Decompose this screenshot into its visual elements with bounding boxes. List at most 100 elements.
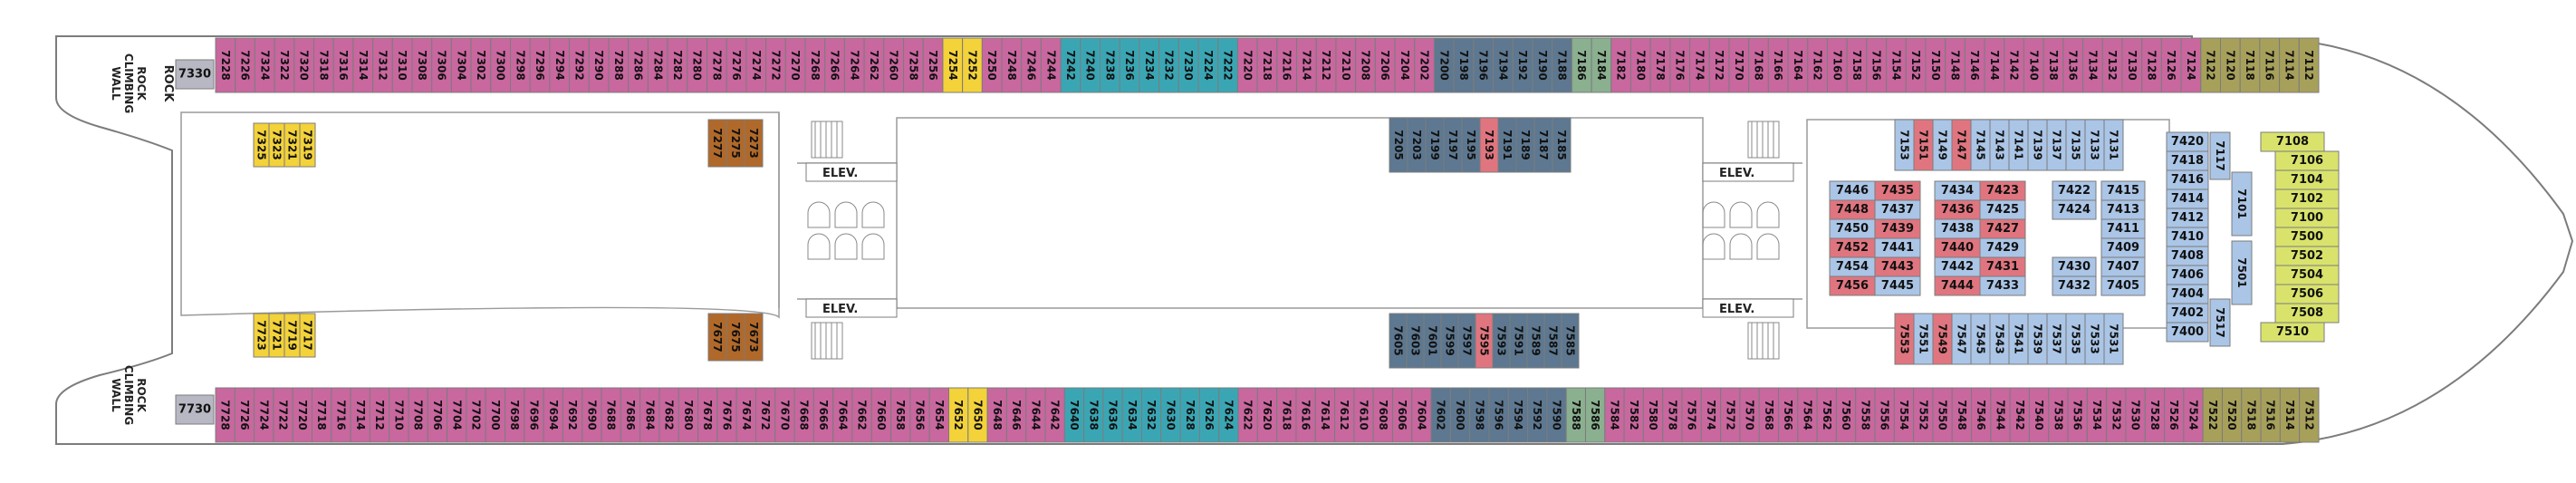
cabin-7270[interactable]: 7270 <box>784 37 806 93</box>
cabin-7432[interactable]: 7432 <box>2052 275 2097 296</box>
cabin-7535[interactable]: 7535 <box>2065 313 2086 365</box>
cabin-7144[interactable]: 7144 <box>1984 37 2005 93</box>
cabin-7147[interactable]: 7147 <box>1951 119 1972 171</box>
cabin-7112[interactable]: 7112 <box>2298 37 2320 93</box>
cabin-7676[interactable]: 7676 <box>716 387 737 443</box>
cabin-7193[interactable]: 7193 <box>1479 117 1499 173</box>
cabin-7652[interactable]: 7652 <box>948 387 969 443</box>
cabin-7288[interactable]: 7288 <box>608 37 630 93</box>
cabin-7420[interactable]: 7420 <box>2166 131 2209 152</box>
cabin-7578[interactable]: 7578 <box>1662 387 1683 443</box>
cabin-7187[interactable]: 7187 <box>1533 117 1553 173</box>
cabin-7224[interactable]: 7224 <box>1197 37 1219 93</box>
cabin-7172[interactable]: 7172 <box>1708 37 1730 93</box>
cabin-7101[interactable]: 7101 <box>2231 171 2253 237</box>
cabin-7244[interactable]: 7244 <box>1040 37 1062 93</box>
cabin-7254[interactable]: 7254 <box>942 37 964 93</box>
cabin-7310[interactable]: 7310 <box>391 37 413 93</box>
cabin-7437[interactable]: 7437 <box>1874 199 1921 220</box>
cabin-7590[interactable]: 7590 <box>1546 387 1567 443</box>
cabin-7533[interactable]: 7533 <box>2084 313 2105 365</box>
cabin-7454[interactable]: 7454 <box>1829 256 1876 277</box>
cabin-7145[interactable]: 7145 <box>1970 119 1991 171</box>
cabin-7568[interactable]: 7568 <box>1758 387 1780 443</box>
cabin-7592[interactable]: 7592 <box>1527 387 1548 443</box>
cabin-7574[interactable]: 7574 <box>1700 387 1722 443</box>
cabin-7290[interactable]: 7290 <box>588 37 610 93</box>
cabin-7688[interactable]: 7688 <box>601 387 621 443</box>
cabin-7546[interactable]: 7546 <box>1971 387 1992 443</box>
cabin-7298[interactable]: 7298 <box>510 37 531 93</box>
cabin-7522[interactable]: 7522 <box>2202 387 2223 443</box>
cabin-7642[interactable]: 7642 <box>1044 387 1065 443</box>
cabin-7176[interactable]: 7176 <box>1669 37 1691 93</box>
cabin-7518[interactable]: 7518 <box>2241 387 2262 443</box>
cabin-7614[interactable]: 7614 <box>1314 387 1336 443</box>
cabin-7218[interactable]: 7218 <box>1256 37 1278 93</box>
cabin-7431[interactable]: 7431 <box>1979 256 2026 277</box>
cabin-7722[interactable]: 7722 <box>273 387 293 443</box>
cabin-7586[interactable]: 7586 <box>1584 387 1606 443</box>
cabin-7591[interactable]: 7591 <box>1509 313 1528 369</box>
cabin-7202[interactable]: 7202 <box>1414 37 1435 93</box>
cabin-7634[interactable]: 7634 <box>1121 387 1143 443</box>
cabin-7712[interactable]: 7712 <box>369 387 390 443</box>
cabin-7603[interactable]: 7603 <box>1406 313 1425 369</box>
cabin-7308[interactable]: 7308 <box>411 37 433 93</box>
cabin-7108[interactable]: 7108 <box>2260 131 2325 152</box>
cabin-7182[interactable]: 7182 <box>1610 37 1631 93</box>
cabin-7721[interactable]: 7721 <box>268 313 285 358</box>
cabin-7126[interactable]: 7126 <box>2160 37 2182 93</box>
cabin-7716[interactable]: 7716 <box>331 387 351 443</box>
cabin-7510[interactable]: 7510 <box>2260 322 2325 343</box>
cabin-7133[interactable]: 7133 <box>2084 119 2105 171</box>
cabin-7540[interactable]: 7540 <box>2028 387 2050 443</box>
cabin-7680[interactable]: 7680 <box>678 387 699 443</box>
cabin-7710[interactable]: 7710 <box>389 387 409 443</box>
cabin-7190[interactable]: 7190 <box>1532 37 1553 93</box>
cabin-7148[interactable]: 7148 <box>1945 37 1966 93</box>
cabin-7406[interactable]: 7406 <box>2166 265 2209 285</box>
cabin-7214[interactable]: 7214 <box>1296 37 1317 93</box>
cabin-7664[interactable]: 7664 <box>832 387 853 443</box>
cabin-7660[interactable]: 7660 <box>870 387 892 443</box>
cabin-7200[interactable]: 7200 <box>1433 37 1455 93</box>
cabin-7191[interactable]: 7191 <box>1497 117 1517 173</box>
cabin-7198[interactable]: 7198 <box>1453 37 1475 93</box>
cabin-7580[interactable]: 7580 <box>1642 387 1664 443</box>
cabin-7658[interactable]: 7658 <box>890 387 911 443</box>
cabin-7433[interactable]: 7433 <box>1979 275 2026 296</box>
cabin-7319[interactable]: 7319 <box>299 122 316 168</box>
cabin-7128[interactable]: 7128 <box>2141 37 2162 93</box>
cabin-7543[interactable]: 7543 <box>1989 313 2010 365</box>
cabin-7538[interactable]: 7538 <box>2048 387 2069 443</box>
cabin-7232[interactable]: 7232 <box>1158 37 1179 93</box>
cabin-7684[interactable]: 7684 <box>639 387 660 443</box>
cabin-7696[interactable]: 7696 <box>524 387 544 443</box>
cabin-7323[interactable]: 7323 <box>268 122 285 168</box>
cabin-7195[interactable]: 7195 <box>1461 117 1481 173</box>
cabin-7400[interactable]: 7400 <box>2166 322 2209 343</box>
cabin-7162[interactable]: 7162 <box>1807 37 1828 93</box>
cabin-7531[interactable]: 7531 <box>2103 313 2124 365</box>
cabin-7562[interactable]: 7562 <box>1816 387 1837 443</box>
cabin-7118[interactable]: 7118 <box>2239 37 2261 93</box>
cabin-7572[interactable]: 7572 <box>1720 387 1741 443</box>
cabin-7186[interactable]: 7186 <box>1571 37 1592 93</box>
cabin-7636[interactable]: 7636 <box>1102 387 1123 443</box>
cabin-7549[interactable]: 7549 <box>1932 313 1953 365</box>
cabin-7542[interactable]: 7542 <box>2009 387 2030 443</box>
cabin-7252[interactable]: 7252 <box>962 37 983 93</box>
cabin-7210[interactable]: 7210 <box>1335 37 1357 93</box>
cabin-7149[interactable]: 7149 <box>1932 119 1953 171</box>
cabin-7240[interactable]: 7240 <box>1080 37 1101 93</box>
cabin-7517[interactable]: 7517 <box>2209 298 2231 347</box>
cabin-7566[interactable]: 7566 <box>1778 387 1799 443</box>
cabin-7122[interactable]: 7122 <box>2200 37 2221 93</box>
cabin-7197[interactable]: 7197 <box>1443 117 1463 173</box>
cabin-7184[interactable]: 7184 <box>1591 37 1612 93</box>
cabin-7250[interactable]: 7250 <box>981 37 1003 93</box>
cabin-7405[interactable]: 7405 <box>2100 275 2146 296</box>
cabin-7402[interactable]: 7402 <box>2166 303 2209 324</box>
cabin-7146[interactable]: 7146 <box>1964 37 1985 93</box>
